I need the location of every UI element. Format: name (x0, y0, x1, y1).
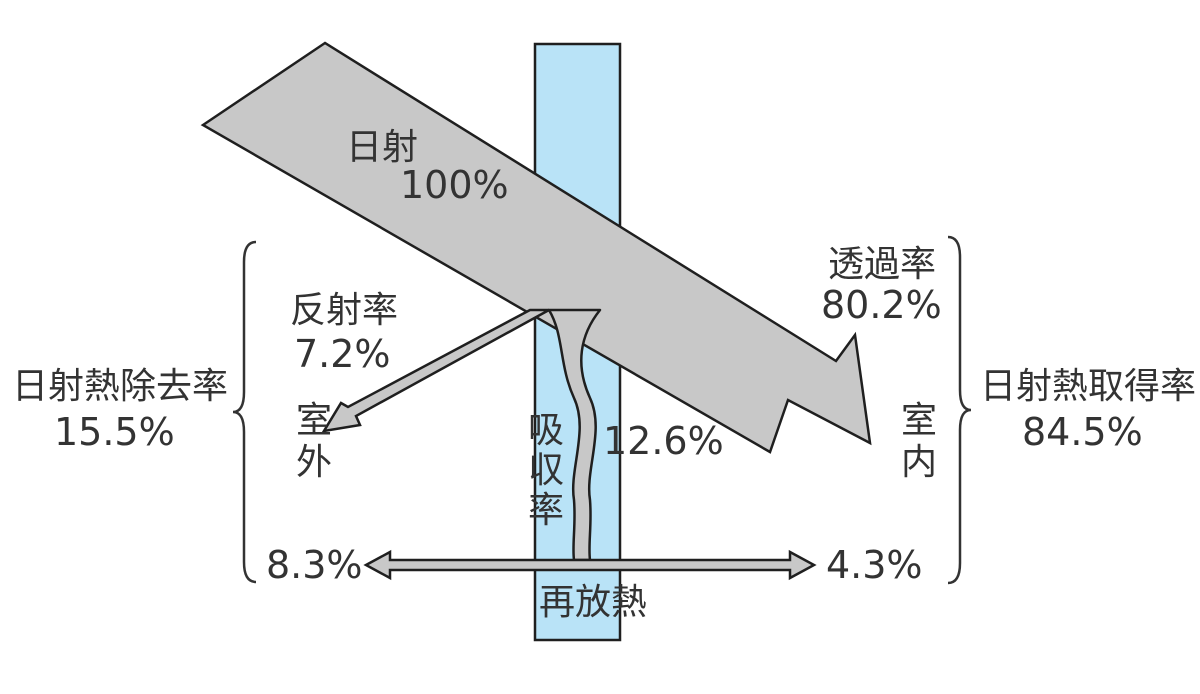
indoor-label: 室内 (901, 400, 937, 483)
reradiation-outdoor-value: 8.3% (266, 543, 363, 587)
solar-value: 100% (400, 163, 509, 207)
solar-heat-gain-value: 84.5% (1022, 410, 1143, 454)
reradiation-label: 再放熱 (539, 582, 647, 623)
right-brace (947, 235, 972, 585)
reflectance-label: 反射率 (290, 290, 398, 331)
solar-heat-rejection-label: 日射熱除去率 (12, 366, 228, 407)
reradiation-indoor-value: 4.3% (826, 543, 923, 587)
solar-heat-rejection-value: 15.5% (54, 410, 175, 454)
reflection-arrow (321, 308, 550, 433)
absorptance-label: 吸収率 (528, 410, 564, 531)
reflectance-value: 7.2% (294, 332, 391, 376)
solar-heat-gain-label: 日射熱取得率 (980, 366, 1196, 407)
left-brace (232, 240, 257, 584)
reradiation-double-arrow (363, 549, 817, 581)
outdoor-label: 室外 (296, 400, 332, 483)
solar-label: 日射 (346, 127, 418, 168)
absorptance-value: 12.6% (603, 419, 724, 463)
transmittance-value: 80.2% (821, 283, 942, 327)
transmittance-label: 透過率 (828, 244, 936, 285)
solar-transmitted-arrow (200, 41, 872, 454)
